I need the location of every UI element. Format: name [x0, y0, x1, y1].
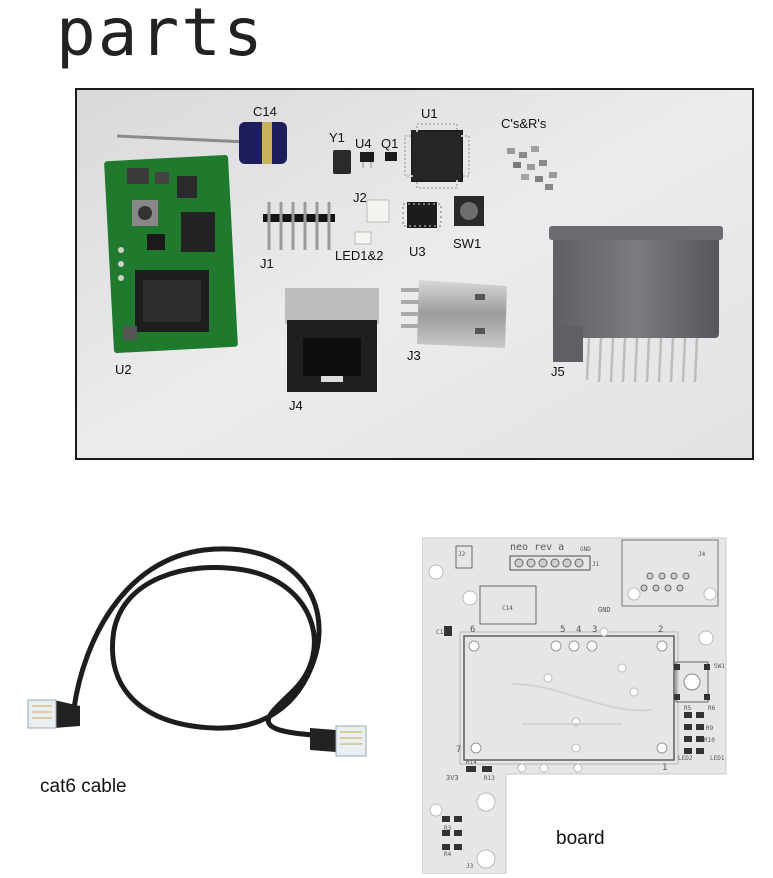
j1-header: [263, 202, 335, 250]
board-caption: board: [556, 828, 605, 849]
silk-pin4: 4: [576, 625, 581, 635]
cat6-cable-illustration: [27, 546, 367, 757]
silk-pin7: 7: [456, 745, 461, 755]
silk-r6: R6: [708, 705, 716, 712]
silk-gnd-mid: GND: [598, 606, 611, 614]
silk-pin3: 3: [592, 625, 597, 635]
small-components: [507, 146, 557, 190]
sw1-switch: [454, 196, 484, 226]
label-u2: U2: [115, 362, 132, 377]
silk-pin5: 5: [560, 625, 565, 635]
label-j3: J3: [407, 348, 421, 363]
c14-capacitor: [116, 122, 287, 164]
page-title: parts: [56, 0, 265, 71]
label-j2: J2: [353, 190, 367, 205]
silk-rev: neo rev a: [510, 542, 564, 553]
label-j1: J1: [260, 256, 274, 271]
cable-right-plug: [310, 725, 367, 757]
silk-j4: J4: [698, 551, 706, 558]
label-y1: Y1: [329, 130, 345, 145]
silk-3v3: 3V3: [446, 774, 459, 782]
silk-r4: R4: [444, 851, 452, 858]
silk-led2: LED2: [678, 755, 693, 762]
parts-photo: C14 U1 C's&R's Y1 U4 Q1 J2 J1 LED1&2 U3 …: [75, 88, 754, 460]
silk-pin6: 6: [470, 625, 475, 635]
silk-j1: J1: [592, 561, 600, 568]
silk-j3: J3: [466, 863, 474, 870]
y1-crystal: [333, 150, 351, 174]
cable-left-plug: [27, 699, 80, 729]
u1-microcontroller: [404, 123, 470, 189]
silk-pin2: 2: [658, 625, 663, 635]
board-layout: neo rev a GND J1 J2 J4 C14 C15 GND 6 5 4…: [422, 534, 730, 874]
label-j5: J5: [551, 364, 565, 379]
label-cs-rs: C's&R's: [501, 116, 547, 131]
silk-r3: R3: [444, 825, 452, 832]
label-c14: C14: [253, 104, 277, 119]
silk-gnd-top: GND: [580, 546, 591, 553]
u3-chip: [402, 202, 442, 228]
silk-c14: C14: [502, 605, 513, 612]
silk-r9: R9: [706, 725, 714, 732]
label-u3: U3: [409, 244, 426, 259]
label-u1: U1: [421, 106, 438, 121]
silk-r5: R5: [684, 705, 692, 712]
label-j4: J4: [289, 398, 303, 413]
led-connector: [354, 231, 372, 245]
j4-rj45-jack: [285, 288, 379, 392]
label-led: LED1&2: [335, 248, 384, 263]
q1-transistor: [385, 152, 397, 161]
silk-led1: LED1: [710, 755, 725, 762]
parts-illustration: [77, 90, 752, 458]
label-sw1: SW1: [453, 236, 482, 251]
j5-connector: [549, 226, 723, 383]
j3-usb-connector: [401, 280, 507, 348]
cable-caption: cat6 cable: [40, 776, 127, 797]
silk-c15: C15: [436, 629, 447, 636]
label-q1: Q1: [381, 136, 399, 151]
silk-j2: J2: [458, 551, 466, 558]
j2-connector: [366, 199, 390, 223]
u2-power-module: [104, 155, 238, 353]
pcb-illustration: neo rev a GND J1 J2 J4 C14 C15 GND 6 5 4…: [422, 537, 727, 874]
silk-r14: R14: [466, 759, 477, 766]
silk-sw1: SW1: [714, 663, 725, 670]
silk-pin1: 1: [662, 763, 667, 773]
label-u4: U4: [355, 136, 372, 151]
cable-photo: [14, 520, 380, 790]
silk-r10: R10: [704, 737, 715, 744]
silk-r13: R13: [484, 775, 495, 782]
u4-chip: [360, 152, 374, 168]
